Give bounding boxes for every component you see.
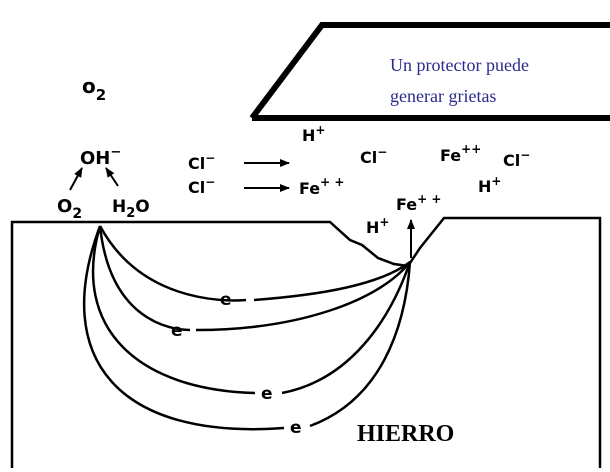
protector-caption-line1: Un protector puede xyxy=(390,55,529,75)
species-o2-surface: O2 xyxy=(57,196,82,222)
electron-path-1 xyxy=(98,225,247,302)
species-ferrous-3: Fe+ + xyxy=(396,192,441,214)
protector-coating xyxy=(249,22,610,121)
electron-paths xyxy=(83,225,412,431)
species-hydroxide: OH− xyxy=(80,145,121,169)
species-ferrous-1: Fe+ + xyxy=(299,175,344,198)
electron-path-3 xyxy=(91,225,256,395)
species-chloride-3: Cl− xyxy=(360,145,387,167)
protector-caption-line2: generar grietas xyxy=(390,86,496,106)
iron-block-outline xyxy=(10,216,602,468)
metal-label: HIERRO xyxy=(357,421,454,447)
species-ferrous-2: Fe++ xyxy=(440,142,481,165)
species-water: H2O xyxy=(112,197,150,221)
electron-path-1b xyxy=(253,261,411,302)
species-proton-3: H+ xyxy=(366,215,389,237)
species-proton-2: H+ xyxy=(478,174,501,196)
electron-path-4b xyxy=(309,261,412,428)
species-proton-1: H+ xyxy=(302,123,325,145)
species-o2-top: o2 xyxy=(82,74,106,104)
chloride-arrows xyxy=(244,159,290,192)
electron-path-2 xyxy=(98,225,191,332)
electron-label: e xyxy=(220,290,232,310)
species-chloride-2: Cl− xyxy=(188,175,215,197)
electron-label: e xyxy=(171,321,183,341)
electron-label: e xyxy=(290,418,302,438)
electron-path-3b xyxy=(281,261,412,395)
electron-path-2b xyxy=(195,261,411,332)
reaction-arrows-oh xyxy=(69,167,119,191)
electron-label: e xyxy=(261,384,273,404)
electron-path-4 xyxy=(83,225,285,431)
species-chloride-4: Cl− xyxy=(503,148,530,170)
species-chloride-1: Cl− xyxy=(188,151,215,173)
